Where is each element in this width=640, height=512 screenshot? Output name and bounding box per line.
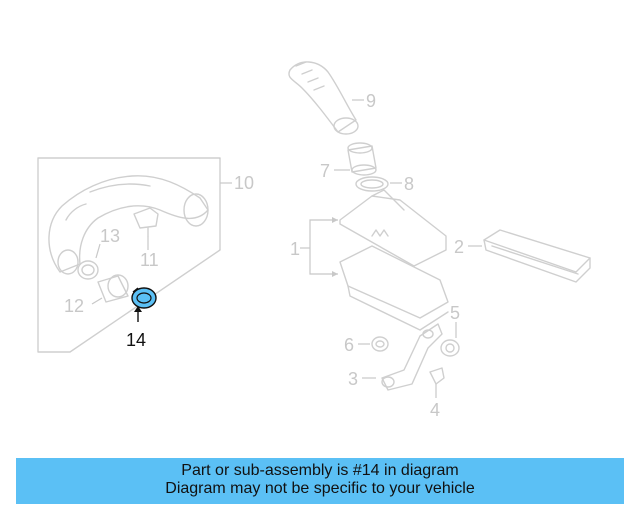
snorkel-hose-part-9[interactable] (288, 61, 359, 135)
callout-8: 8 (404, 174, 414, 194)
callout-12: 12 (64, 296, 84, 316)
sensor-part-11[interactable] (133, 207, 159, 237)
callout-14: 14 (126, 330, 146, 350)
grommet-part-5[interactable] (440, 339, 460, 357)
callout-1: 1 (290, 239, 300, 259)
filter-element-part-2[interactable] (483, 229, 591, 283)
callout-7: 7 (320, 161, 330, 181)
bracket-part-3[interactable] (381, 323, 443, 391)
clip-part-4[interactable] (429, 367, 445, 385)
callout-11: 11 (140, 250, 159, 270)
callout-2: 2 (454, 237, 464, 257)
bushing-part-6[interactable] (371, 336, 389, 352)
inset-frame (37, 157, 221, 353)
clamp-part-13[interactable] (77, 260, 99, 280)
callout-13: 13 (100, 226, 120, 246)
banner-line-1: Part or sub-assembly is #14 in diagram (181, 462, 459, 479)
callout-10: 10 (234, 173, 254, 193)
banner-line-2: Diagram may not be specific to your vehi… (165, 480, 475, 497)
info-banner: Part or sub-assembly is #14 in diagram D… (16, 458, 624, 504)
callout-4: 4 (430, 400, 440, 420)
air-cleaner-housing-part-1[interactable] (339, 189, 449, 331)
clamp-part-14-highlighted[interactable] (131, 287, 157, 309)
hose-part-12[interactable] (97, 274, 129, 303)
callout-3: 3 (348, 369, 358, 389)
callout-5: 5 (450, 303, 460, 323)
seal-ring-part-8[interactable] (355, 176, 389, 192)
adapter-part-7[interactable] (347, 142, 377, 176)
callout-6: 6 (344, 335, 354, 355)
callout-9: 9 (366, 91, 376, 111)
intake-duct-part-10[interactable] (48, 175, 209, 275)
